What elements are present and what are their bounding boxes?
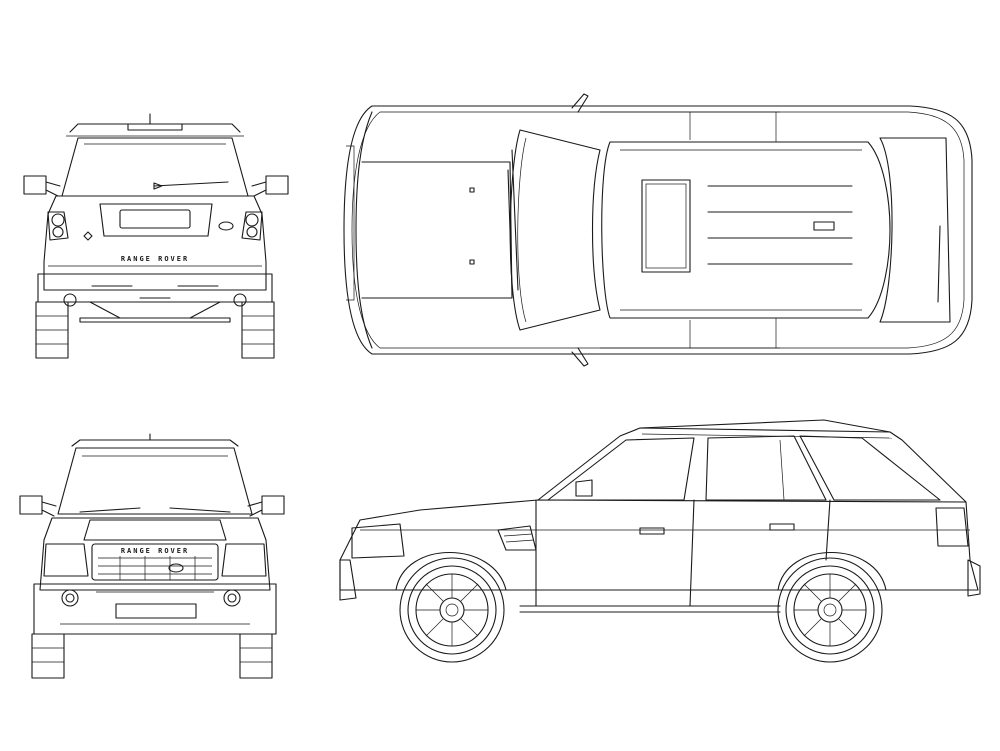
rear-badge: RANGE ROVER — [121, 255, 189, 263]
side-view — [339, 419, 981, 663]
top-view — [343, 93, 973, 367]
rear-view: RANGE ROVER — [23, 113, 289, 359]
grille-badge: RANGE ROVER — [121, 547, 189, 555]
front-view: RANGE ROVER — [19, 433, 285, 679]
